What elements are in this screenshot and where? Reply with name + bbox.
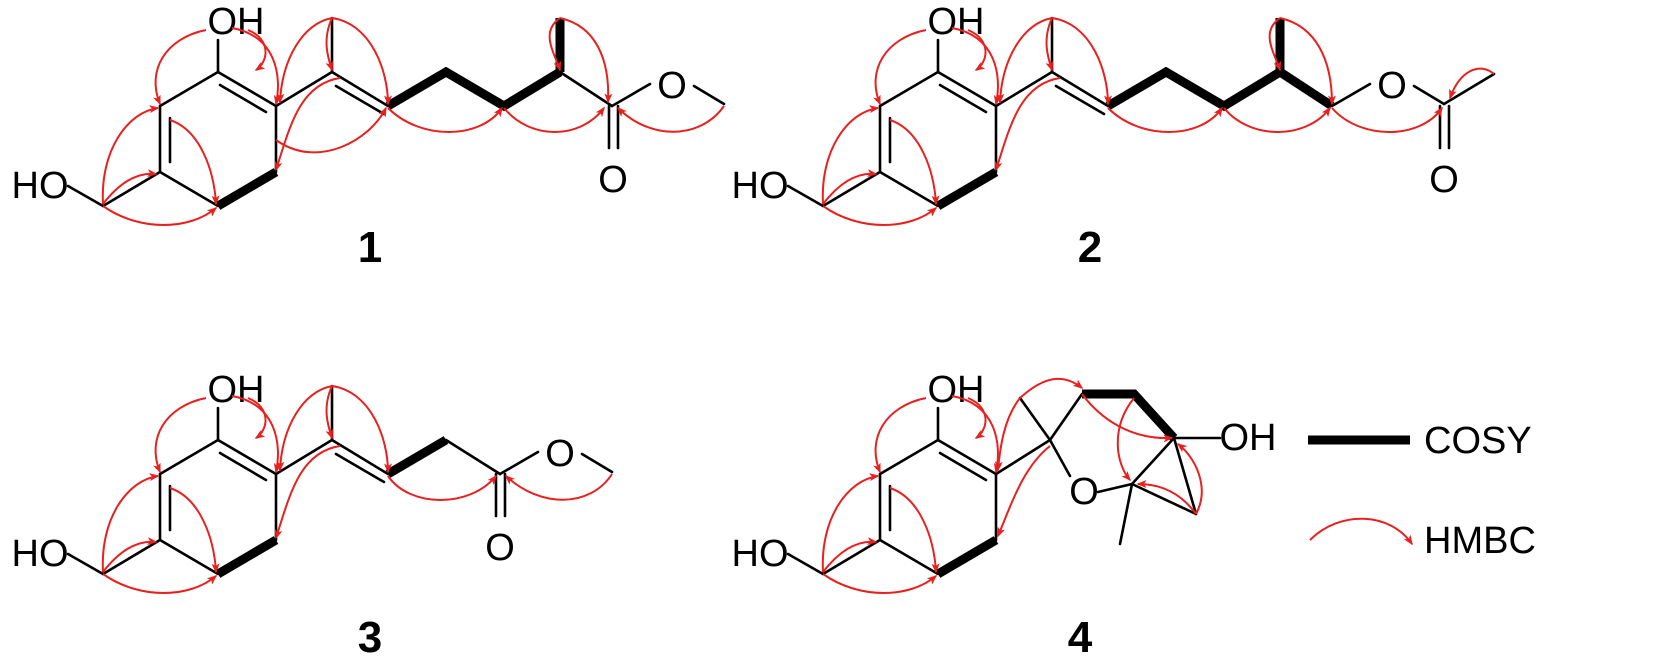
compound-2-bonds — [786, 16, 1496, 208]
compound-4-cosy-bonds — [935, 389, 1178, 578]
compound-1-hmbc-arrows — [101, 17, 725, 226]
ring-oxygen-label: O — [1069, 471, 1099, 513]
compound-4-atom-labels: OH HO O OH — [732, 369, 1277, 575]
compound-3-cosy-bonds — [215, 436, 449, 578]
legend: COSY HMBC — [1308, 420, 1536, 562]
compound-2: OH HO O O 2 — [732, 1, 1496, 272]
carbonyl-oxygen-label: O — [1429, 159, 1459, 201]
ester-oxygen-label: O — [657, 65, 687, 107]
hydroxyl-label: OH — [1220, 417, 1277, 459]
compound-3-bonds — [66, 384, 614, 576]
compound-2-hmbc-arrows — [821, 17, 1495, 226]
compound-number: 2 — [1078, 223, 1102, 272]
compound-4-bonds — [786, 392, 1222, 576]
hydroxyl-label: HO — [12, 533, 69, 575]
compound-2-atom-labels: OH HO O O — [732, 1, 1459, 207]
compound-3: OH HO O O 3 — [12, 369, 614, 662]
cosy-legend-label: COSY — [1424, 420, 1532, 462]
compound-3-atom-labels: OH HO O O — [12, 369, 575, 575]
ester-oxygen-label: O — [545, 433, 575, 475]
hydroxyl-label: HO — [732, 165, 789, 207]
compound-number: 1 — [358, 223, 382, 272]
hydroxyl-label: HO — [12, 165, 69, 207]
compound-4: OH HO O OH 4 — [732, 369, 1277, 662]
compound-3-hmbc-arrows — [101, 385, 613, 594]
ester-oxygen-label: O — [1377, 65, 1407, 107]
carbonyl-oxygen-label: O — [598, 159, 628, 201]
carbonyl-oxygen-label: O — [485, 527, 515, 569]
hydroxyl-label: HO — [732, 533, 789, 575]
compound-number: 4 — [1068, 613, 1093, 662]
compound-1: OH HO O O 1 — [12, 1, 726, 272]
compound-number: 3 — [358, 613, 382, 662]
hmbc-legend-label: HMBC — [1424, 520, 1536, 562]
compound-4-hmbc-arrows — [821, 378, 1203, 594]
hmbc-legend-arrow — [1309, 517, 1413, 546]
